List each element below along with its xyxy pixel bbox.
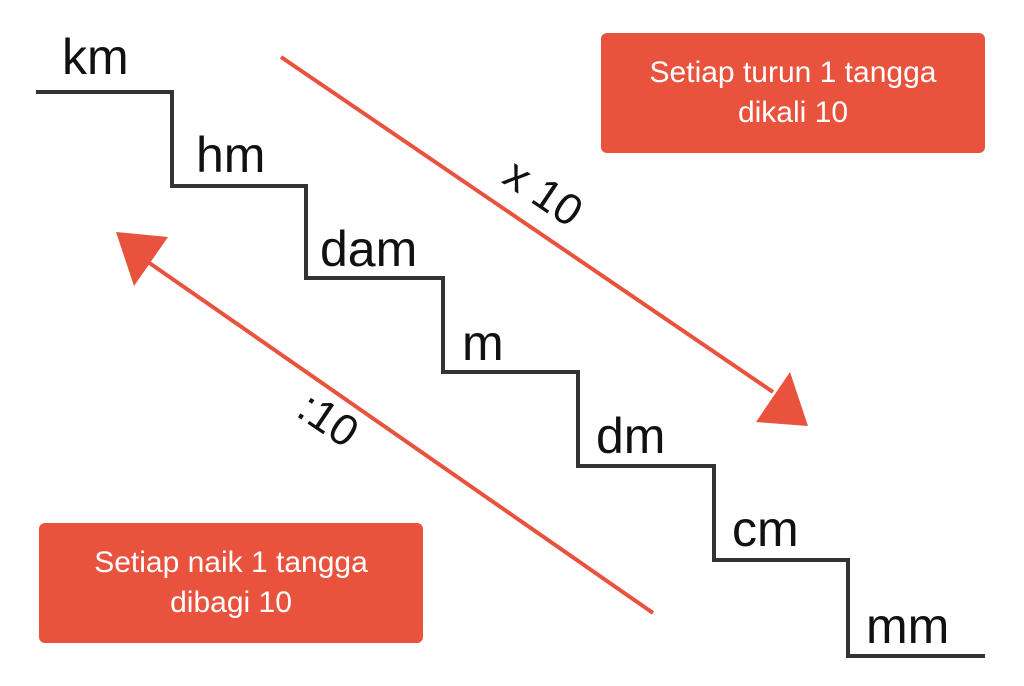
unit-label-mm: mm: [866, 598, 949, 654]
divide-label: :10: [289, 383, 367, 458]
info-box-down: Setiap turun 1 tangga dikali 10: [601, 33, 985, 153]
info-box-up: Setiap naik 1 tangga dibagi 10: [39, 523, 423, 643]
down-arrow: [279, 55, 808, 426]
up-arrow: [116, 232, 655, 615]
unit-label-dm: dm: [596, 408, 665, 464]
info-box-down-line1: Setiap turun 1 tangga: [649, 56, 937, 89]
multiply-label: x 10: [495, 149, 591, 236]
info-box-down-line2: dikali 10: [737, 96, 849, 129]
info-box-up-line2: dibagi 10: [170, 586, 292, 619]
unit-label-m: m: [462, 315, 504, 371]
unit-label-km: km: [62, 29, 129, 85]
info-box-up-line1: Setiap naik 1 tangga: [94, 546, 368, 579]
unit-label-cm: cm: [732, 501, 799, 557]
unit-label-hm: hm: [196, 127, 265, 183]
unit-label-dam: dam: [320, 221, 417, 277]
staircase-line: [36, 90, 985, 658]
